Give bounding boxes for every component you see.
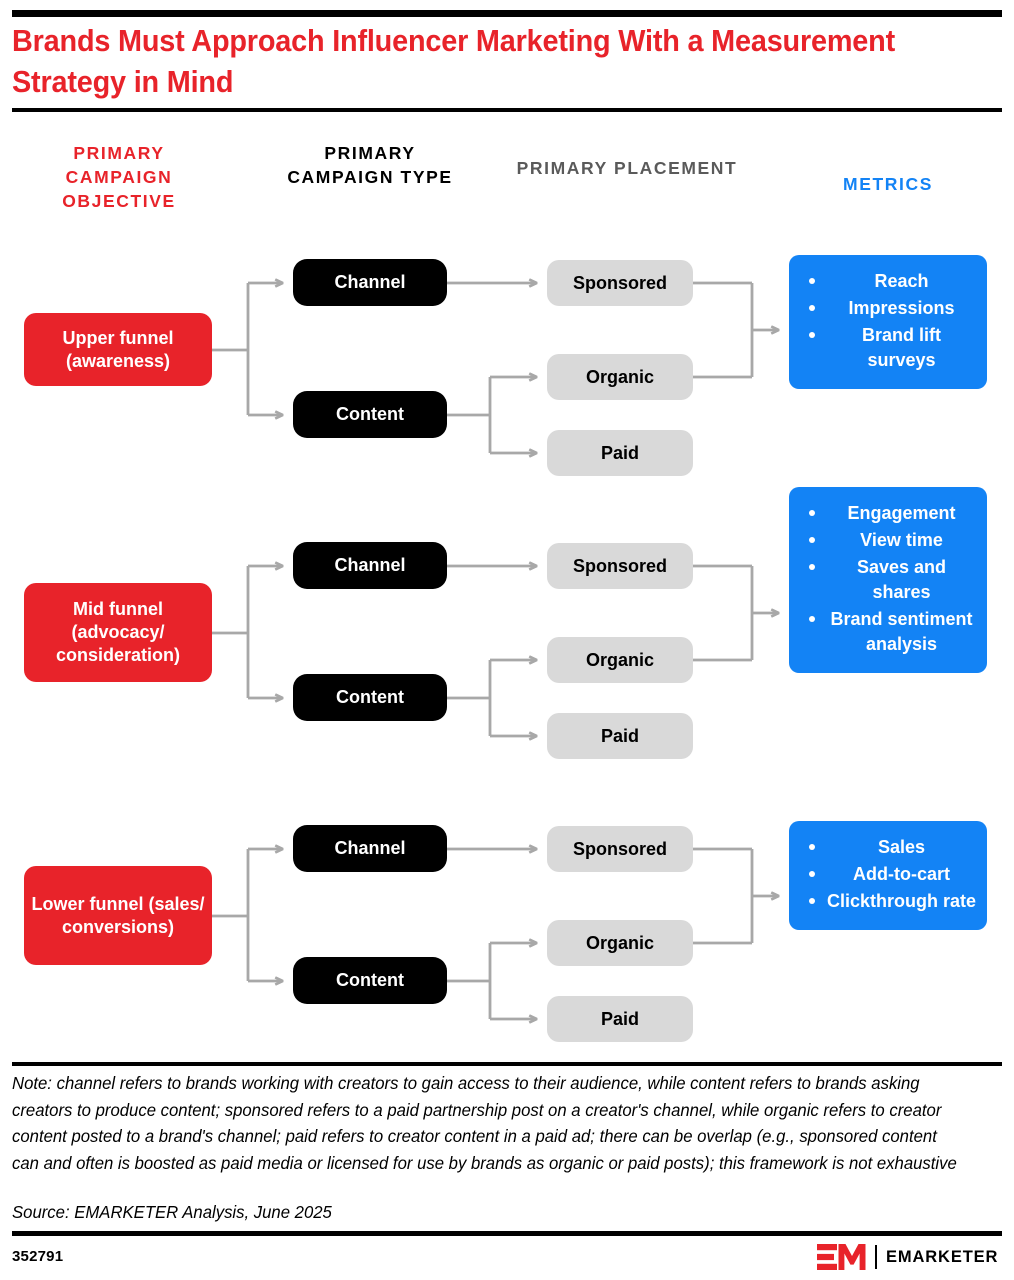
footer-rule	[12, 1231, 1002, 1236]
campaign-type-channel-row1[interactable]: Channel	[293, 259, 447, 306]
placement-organic-row2[interactable]: Organic	[547, 637, 693, 683]
note-top-rule	[12, 1062, 1002, 1066]
placement-sponsored-row3[interactable]: Sponsored	[547, 826, 693, 872]
metric-item: Impressions	[803, 296, 977, 321]
column-header-primary-campaign-type: PRIMARY CAMPAIGN TYPE	[287, 143, 453, 187]
flow-diagram: Upper funnel (awareness) Channel Content…	[0, 236, 1014, 1060]
placement-paid-row3[interactable]: Paid	[547, 996, 693, 1042]
campaign-type-content-row1[interactable]: Content	[293, 391, 447, 438]
note-text: Note: channel refers to brands working w…	[12, 1073, 957, 1173]
metric-item: Brand sentiment analysis	[803, 607, 977, 657]
chart-id: 352791	[12, 1248, 64, 1265]
title-underline-rule	[12, 108, 1002, 112]
metric-item: Brand lift surveys	[803, 323, 977, 373]
brand-lockup: EMARKETER	[817, 1244, 1002, 1270]
placement-paid-row2[interactable]: Paid	[547, 713, 693, 759]
placement-paid-row1[interactable]: Paid	[547, 430, 693, 476]
campaign-type-content-row3[interactable]: Content	[293, 957, 447, 1004]
objective-box-lower-funnel[interactable]: Lower funnel (sales/ conversions)	[24, 866, 212, 965]
top-rule	[12, 10, 1002, 17]
metrics-list-row1: Reach Impressions Brand lift surveys	[803, 269, 977, 373]
connector-lines	[212, 236, 1014, 1060]
placement-sponsored-row1[interactable]: Sponsored	[547, 260, 693, 306]
metrics-box-row2[interactable]: Engagement View time Saves and shares Br…	[789, 487, 987, 673]
placement-organic-row1[interactable]: Organic	[547, 354, 693, 400]
objective-box-mid-funnel[interactable]: Mid funnel (advocacy/ consideration)	[24, 583, 212, 682]
placement-sponsored-row2[interactable]: Sponsored	[547, 543, 693, 589]
placement-organic-row3[interactable]: Organic	[547, 920, 693, 966]
metrics-list-row3: Sales Add-to-cart Clickthrough rate	[803, 835, 977, 914]
brand-name: EMARKETER	[886, 1247, 999, 1266]
metric-item: Sales	[803, 835, 977, 860]
campaign-type-channel-row2[interactable]: Channel	[293, 542, 447, 589]
metric-item: Reach	[803, 269, 977, 294]
metrics-box-row1[interactable]: Reach Impressions Brand lift surveys	[789, 255, 987, 389]
column-header-primary-campaign-objective: PRIMARY CAMPAIGN OBJECTIVE	[62, 143, 176, 211]
metric-item: Engagement	[803, 501, 977, 526]
page-title: Brands Must Approach Influencer Marketin…	[12, 23, 896, 99]
metric-item: Saves and shares	[803, 555, 977, 605]
metric-item: Add-to-cart	[803, 862, 977, 887]
em-logo-icon	[817, 1244, 866, 1270]
column-header-metrics: METRICS	[843, 174, 933, 194]
metric-item: Clickthrough rate	[803, 889, 977, 914]
campaign-type-content-row2[interactable]: Content	[293, 674, 447, 721]
metrics-box-row3[interactable]: Sales Add-to-cart Clickthrough rate	[789, 821, 987, 930]
source-text: Source: EMARKETER Analysis, June 2025	[12, 1202, 332, 1222]
metrics-list-row2: Engagement View time Saves and shares Br…	[803, 501, 977, 657]
metric-item: View time	[803, 528, 977, 553]
brand-divider	[875, 1245, 878, 1269]
campaign-type-channel-row3[interactable]: Channel	[293, 825, 447, 872]
objective-box-upper-funnel[interactable]: Upper funnel (awareness)	[24, 313, 212, 386]
column-header-primary-placement: PRIMARY PLACEMENT	[516, 158, 738, 178]
